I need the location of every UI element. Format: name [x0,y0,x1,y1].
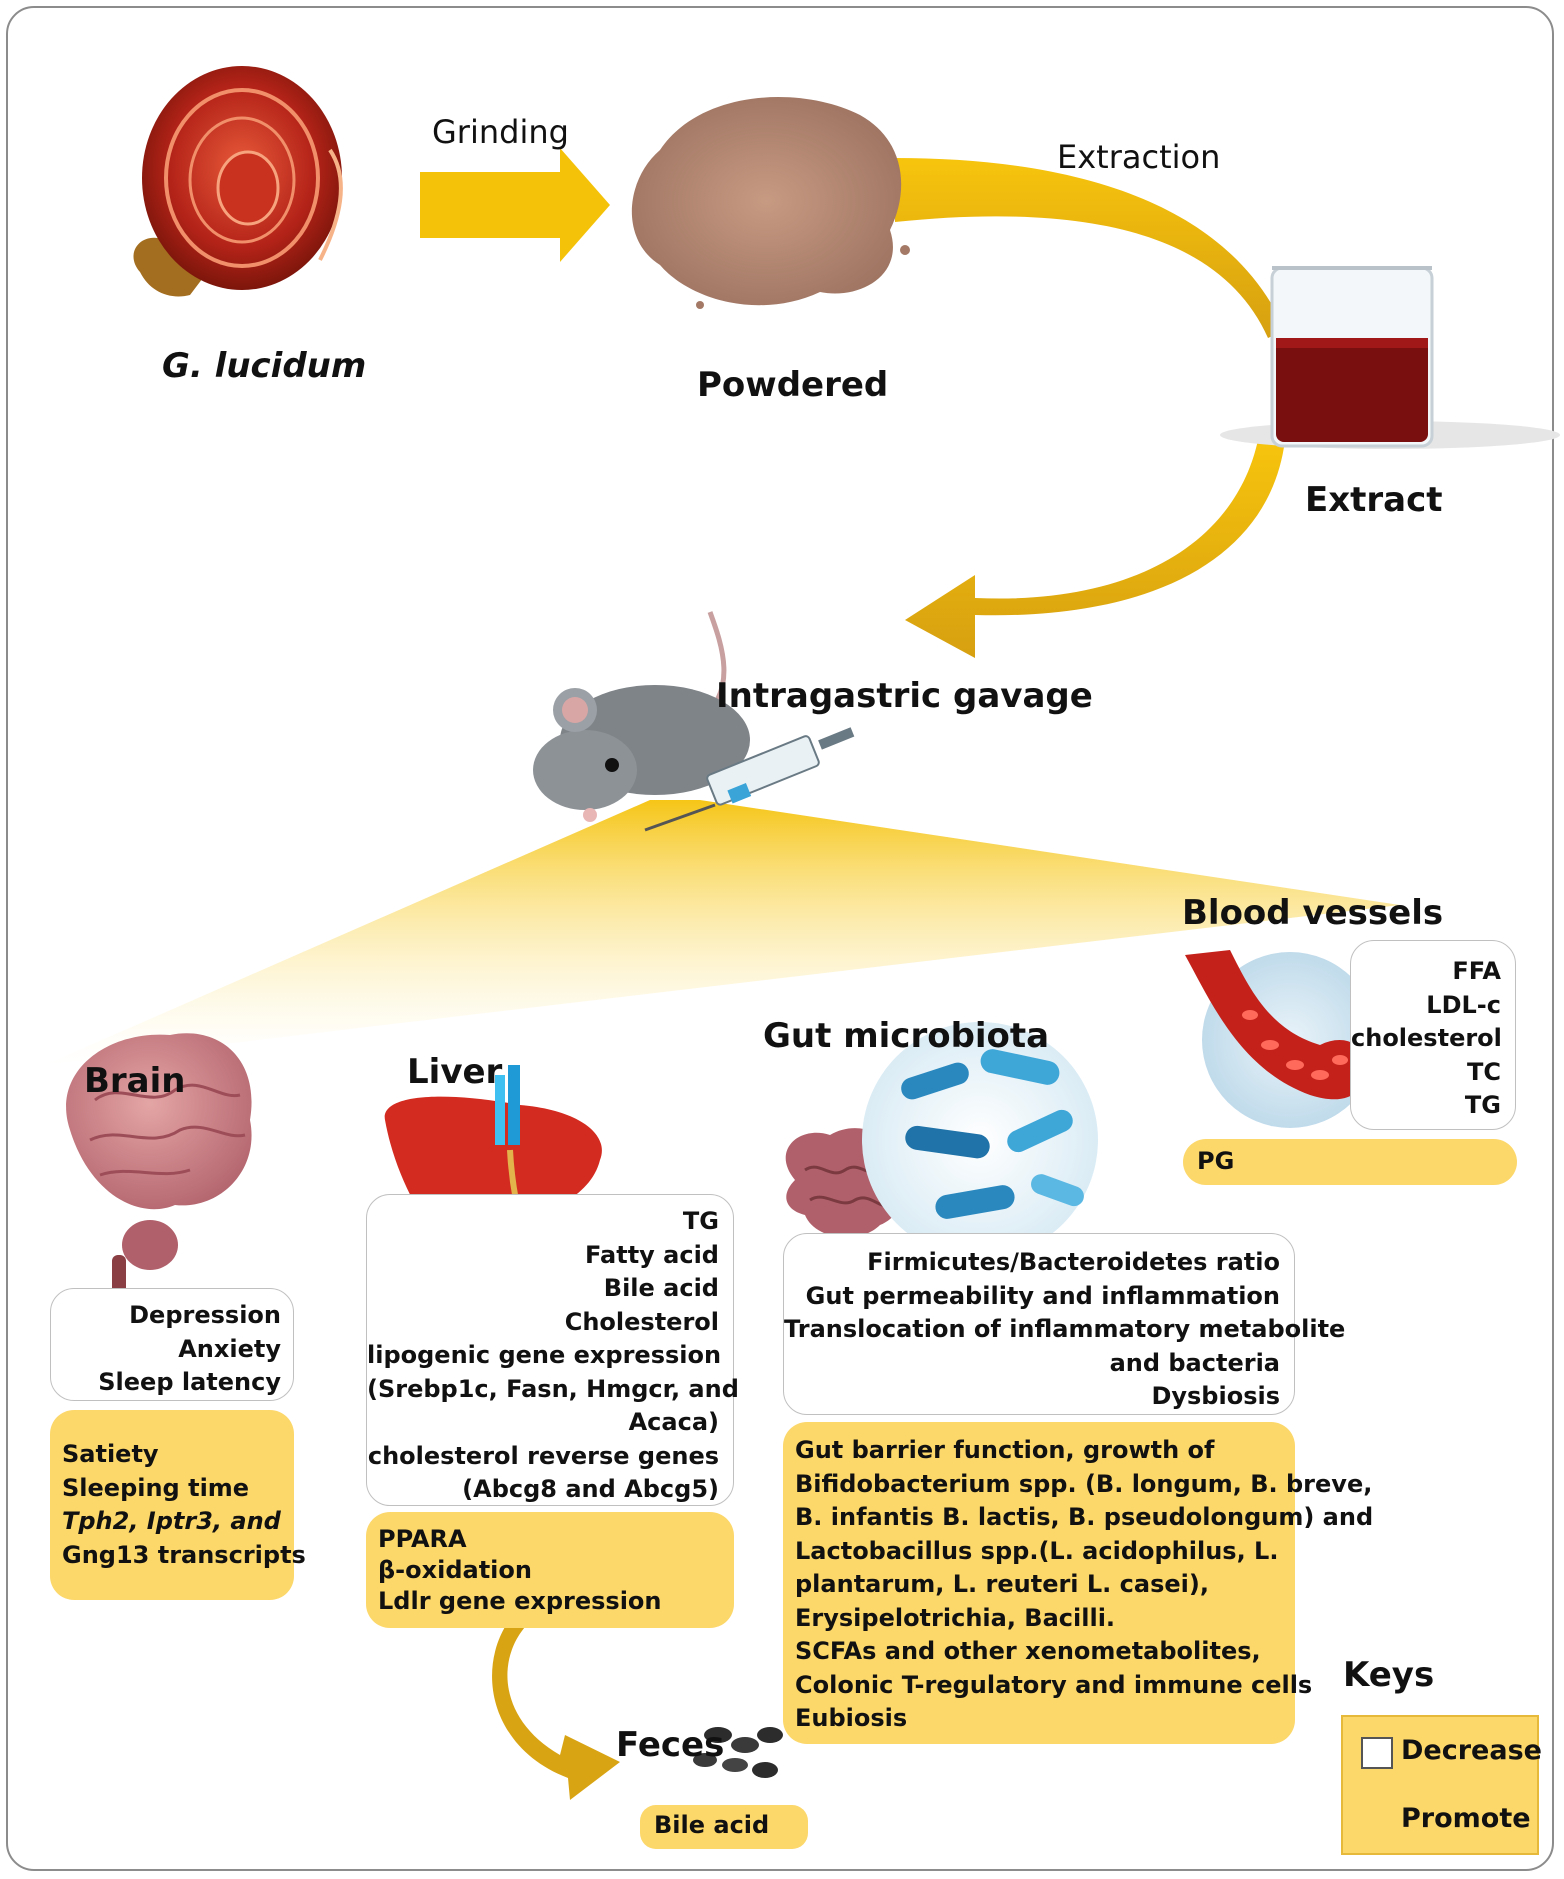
liver-decrease-item: (Srebp1c, Fasn, Hmgcr, and [367,1374,739,1403]
liver-decrease-item: Bile acid [603,1274,719,1302]
gut-decrease-item: Dysbiosis [1151,1382,1280,1410]
liver-feces-arrow [492,1598,620,1800]
extraction-arc [895,158,1285,338]
keys-title: Keys [1343,1655,1435,1695]
liver-decrease-box: TG Fatty acid Bile acid Cholesterol lipo… [366,1194,739,1506]
gut-promote-item: Gut barrier function, growth of [795,1436,1215,1464]
liver-promote-box: PPARA β-oxidation Ldlr gene expression [366,1512,734,1628]
liver-decrease-item: TG [682,1207,719,1235]
blood-decrease-item: TC [1467,1057,1501,1086]
brain-decrease-item: Sleep latency [98,1368,281,1396]
gut-promote-item: SCFAs and other xenometabolites, [795,1637,1261,1665]
gut-decrease-item: Firmicutes/Bacteroidetes ratio [867,1248,1280,1276]
mouse-icon [533,611,750,822]
gut-title: Gut microbiota [763,1016,1050,1056]
brain-decrease-box: Depression Anxiety Sleep latency [50,1288,294,1401]
blood-title: Blood vessels [1182,893,1444,933]
outer-frame [6,6,1554,1871]
brain-promote-item: Sleeping time [62,1473,250,1502]
grinding-arrow [420,148,610,262]
extract-label: Extract [1305,480,1443,520]
return-arc [905,440,1285,658]
source-label: G. lucidum [162,346,367,386]
extraction-label: Extraction [1057,138,1221,176]
blood-promote-box: PG [1183,1139,1517,1185]
gut-promote-item: Lactobacillus spp.(L. acidophilus, L. [795,1536,1279,1565]
mushroom-icon [133,66,343,297]
powder-icon [631,97,910,309]
decrease-key-label: Decrease [1401,1735,1542,1766]
liver-promote-item: Ldlr gene expression [378,1587,662,1615]
feces-promote-box: Bile acid [640,1805,808,1849]
liver-title: Liver [407,1052,503,1092]
brain-promote-item: Tph2, Iptr3, and [62,1507,281,1535]
blood-decrease-box: FFA LDL-c cholesterol TC TG [1350,940,1516,1130]
bacteria-icon [862,1022,1098,1258]
blood-vessel-icon [1185,950,1378,1128]
liver-promote-item: β-oxidation [378,1556,532,1584]
gut-decrease-item: Gut permeability and inflammation [805,1281,1280,1310]
gut-promote-item: Bifidobacterium spp. (B. longum, B. brev… [795,1469,1373,1498]
brain-promote-item: Gng13 transcripts [62,1540,306,1569]
liver-decrease-item: Fatty acid [585,1240,719,1269]
brain-promote-box: Satiety Sleeping time Tph2, Iptr3, and G… [50,1410,306,1600]
highlight-beam [45,800,1400,1065]
liver-decrease-item: lipogenic gene expression [367,1341,722,1369]
gut-decrease-item: and bacteria [1109,1348,1280,1377]
feces-promote-item: Bile acid [654,1811,770,1839]
promote-swatch [1361,1805,1393,1837]
blood-decrease-item: LDL-c [1426,990,1501,1019]
blood-decrease-item: TG [1464,1091,1501,1119]
gut-decrease-box: Firmicutes/Bacteroidetes ratio Gut perme… [783,1233,1346,1415]
gut-promote-item: Colonic T-regulatory and immune cells [795,1670,1313,1699]
liver-decrease-item: Acaca) [628,1408,719,1436]
gut-promote-item: plantarum, L. reuteri L. casei), [795,1570,1209,1598]
gut-promote-box: Gut barrier function, growth of Bifidoba… [783,1422,1374,1744]
liver-promote-item: PPARA [378,1525,467,1553]
brain-decrease-item: Anxiety [178,1334,281,1363]
feces-title: Feces [616,1725,725,1765]
decrease-swatch [1361,1737,1393,1769]
grinding-label: Grinding [432,113,569,151]
brain-promote-item: Satiety [62,1440,159,1468]
syringe-icon [644,727,855,832]
gut-promote-item: B. infantis B. lactis, B. pseudolongum) … [795,1503,1374,1531]
feces-icon [693,1727,783,1778]
gut-decrease-item: Translocation of inflammatory metabolite [784,1315,1346,1343]
gut-promote-item: Eubiosis [795,1704,908,1732]
beaker-icon [1220,266,1560,449]
promote-key-label: Promote [1401,1803,1531,1834]
liver-decrease-item: (Abcg8 and Abcg5) [462,1475,719,1503]
brain-icon [66,1033,252,1307]
blood-promote-item: PG [1197,1147,1235,1175]
blood-decrease-item: FFA [1452,957,1501,985]
brain-title: Brain [84,1061,186,1101]
blood-decrease-item: cholesterol [1351,1024,1502,1052]
liver-decrease-item: cholesterol reverse genes [367,1441,719,1470]
brain-decrease-item: Depression [129,1301,281,1329]
keys-legend: Decrease Promote [1341,1715,1542,1855]
gut-promote-item: Erysipelotrichia, Bacilli. [795,1603,1116,1632]
gavage-label: Intragastric gavage [716,676,1093,716]
liver-decrease-item: Cholesterol [564,1307,719,1336]
powdered-label: Powdered [697,365,889,405]
